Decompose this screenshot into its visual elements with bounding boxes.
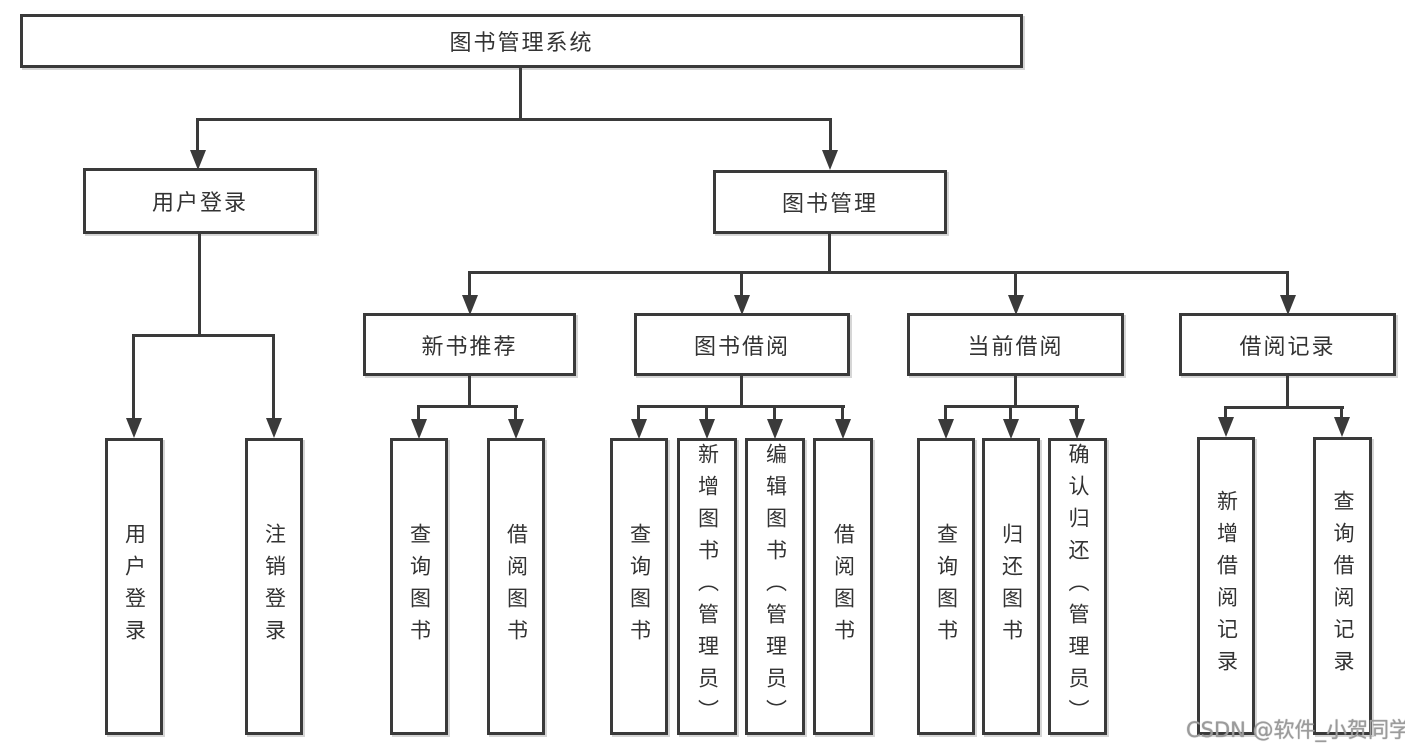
node-book-borrow: 图书借阅 [634,313,850,376]
arrowhead-down-icon [822,150,838,170]
connector-line [1014,376,1017,405]
connector-line [1014,271,1017,297]
connector-line [272,334,275,419]
connector-line [1075,405,1078,420]
connector-line [1340,406,1343,418]
arrowhead-down-icon [411,419,427,439]
node-book-management: 图书管理 [713,170,947,234]
node-new-book-recommend: 新书推荐 [363,313,576,376]
leaf-edit-book-admin-label: 编辑图书（管理员） [763,442,788,731]
leaf-borrow-books: 借阅图书 [813,438,873,735]
leaf-query-books-current-label: 查询图书 [934,522,959,651]
leaf-query-books-borrow: 查询图书 [610,438,668,735]
arrowhead-down-icon [1218,417,1234,437]
connector-line [468,376,471,405]
connector-line [637,405,845,408]
connector-line [1286,376,1289,406]
leaf-logout-label: 注销登录 [262,522,287,651]
node-root: 图书管理系统 [20,14,1023,68]
watermark: CSDN @软件_小贺同学 [1186,718,1405,742]
node-user-login-label: 用户登录 [151,191,248,216]
leaf-query-books-borrow-label: 查询图书 [627,522,652,651]
connector-line [468,271,1289,274]
arrowhead-down-icon [1003,419,1019,439]
leaf-query-books-current: 查询图书 [917,438,975,735]
arrowhead-down-icon [734,295,750,315]
arrowhead-down-icon [508,419,524,439]
connector-line [417,405,420,420]
node-current-borrow: 当前借阅 [907,313,1124,376]
connector-line [1286,271,1289,297]
leaf-logout: 注销登录 [245,438,303,735]
connector-line [773,405,776,420]
connector-line [841,405,844,420]
leaf-query-books-recommend: 查询图书 [390,438,448,735]
connector-line [1009,405,1012,420]
connector-line [132,334,275,337]
arrowhead-down-icon [835,419,851,439]
connector-line [1224,406,1344,409]
leaf-return-book-label: 归还图书 [999,522,1024,651]
leaf-add-book-admin: 新增图书（管理员） [677,438,737,735]
leaf-add-borrow-record-label: 新增借阅记录 [1214,490,1239,682]
connector-line [468,271,471,297]
leaf-borrow-books-recommend: 借阅图书 [487,438,545,735]
connector-line [944,405,947,420]
arrowhead-down-icon [126,418,142,438]
leaf-confirm-return-admin: 确认归还（管理员） [1048,438,1107,735]
leaf-query-borrow-record-label: 查询借阅记录 [1331,490,1355,682]
connector-line [519,68,522,118]
node-borrow-records-label: 借阅记录 [1239,334,1336,360]
node-new-book-recommend-label: 新书推荐 [421,334,518,360]
leaf-add-borrow-record: 新增借阅记录 [1197,437,1255,735]
leaf-user-login-label: 用户登录 [122,522,147,651]
connector-line [514,405,517,420]
connector-line [196,118,832,121]
connector-line [705,405,708,420]
arrowhead-down-icon [1008,295,1024,315]
connector-line [132,334,135,419]
node-borrow-records: 借阅记录 [1179,313,1396,376]
leaf-confirm-return-admin-label: 确认归还（管理员） [1066,442,1090,731]
arrowhead-down-icon [699,419,715,439]
connector-line [196,118,199,152]
arrowhead-down-icon [1334,417,1350,437]
arrowhead-down-icon [631,419,647,439]
connector-line [1224,406,1227,418]
leaf-edit-book-admin: 编辑图书（管理员） [745,438,805,735]
arrowhead-down-icon [462,295,478,315]
connector-line [637,405,640,420]
arrowhead-down-icon [767,419,783,439]
connector-line [740,271,743,297]
arrowhead-down-icon [190,150,206,170]
connector-line [828,234,831,271]
arrowhead-down-icon [266,418,282,438]
node-current-borrow-label: 当前借阅 [967,334,1064,360]
arrowhead-down-icon [938,419,954,439]
leaf-borrow-books-recommend-label: 借阅图书 [504,522,529,651]
node-root-label: 图书管理系统 [449,31,594,56]
leaf-user-login: 用户登录 [105,438,163,735]
connector-line [417,405,518,408]
node-book-borrow-label: 图书借阅 [693,334,790,360]
arrowhead-down-icon [1280,295,1296,315]
leaf-query-borrow-record: 查询借阅记录 [1313,437,1372,735]
connector-line [740,376,743,405]
leaf-query-books-recommend-label: 查询图书 [407,522,432,651]
node-user-login: 用户登录 [83,168,317,234]
node-book-management-label: 图书管理 [781,192,878,217]
arrowhead-down-icon [1069,419,1085,439]
connector-line [198,234,201,334]
leaf-return-book: 归还图书 [982,438,1040,735]
leaf-add-book-admin-label: 新增图书（管理员） [695,442,720,731]
connector-line [829,118,832,152]
leaf-borrow-books-label: 借阅图书 [831,522,856,651]
